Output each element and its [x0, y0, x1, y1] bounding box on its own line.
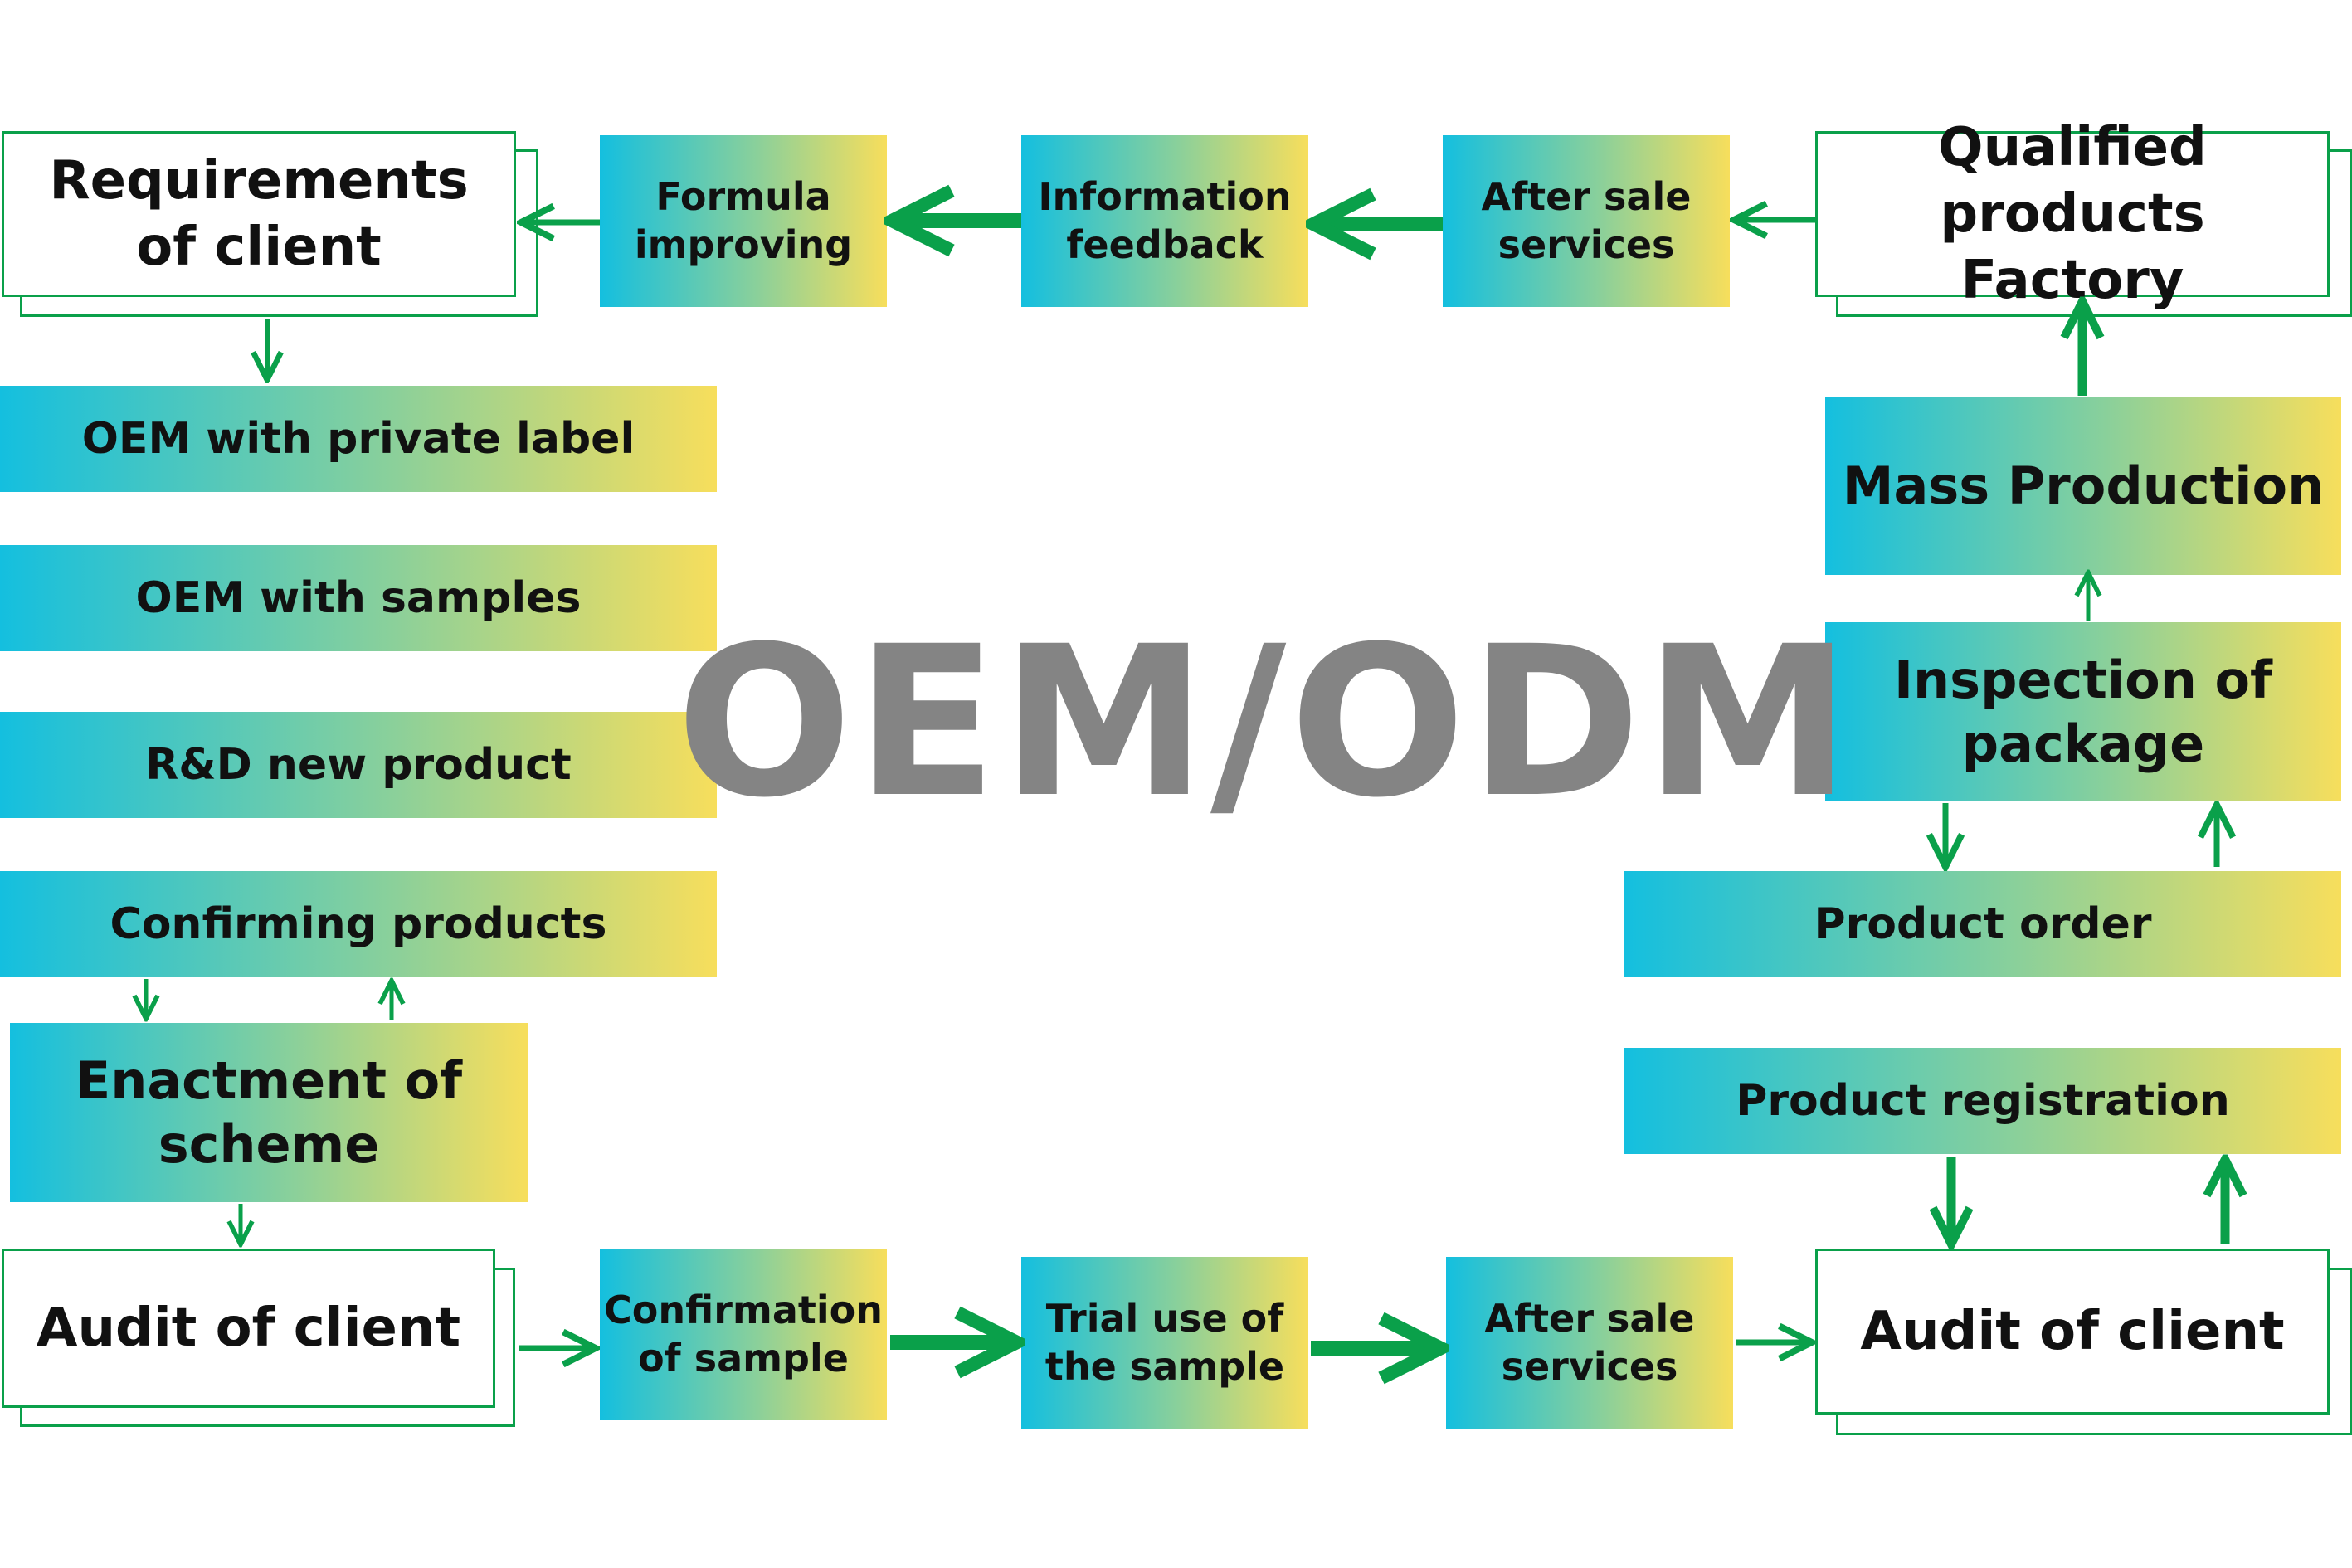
oem-private-node: OEM with private label — [0, 386, 717, 492]
oem-samples-node: OEM with samples — [0, 545, 717, 651]
diagram-title: OEM/ODM — [675, 601, 1855, 843]
formula-node: Formula improving — [600, 135, 887, 307]
rnd-node: R&D new product — [0, 712, 717, 818]
requirements-node: Requirements of client — [2, 131, 516, 297]
audit-right-node: Audit of client — [1815, 1249, 2330, 1415]
mass-node: Mass Production — [1825, 397, 2341, 575]
inspection-node: Inspection of package — [1825, 622, 2341, 801]
after-sale-top-node: After sale services — [1443, 135, 1730, 307]
after-sale-bottom-node: After sale services — [1446, 1257, 1733, 1429]
info-feedback-node: Information feedback — [1021, 135, 1308, 307]
confirmation-sample-node: Confirmation of sample — [600, 1249, 887, 1420]
enactment-node: Enactment of scheme — [10, 1023, 528, 1202]
trial-use-node: Trial use of the sample — [1021, 1257, 1308, 1429]
audit-left-node: Audit of client — [2, 1249, 495, 1408]
confirming-node: Confirming products — [0, 871, 717, 977]
registration-node: Product registration — [1624, 1048, 2341, 1154]
order-node: Product order — [1624, 871, 2341, 977]
